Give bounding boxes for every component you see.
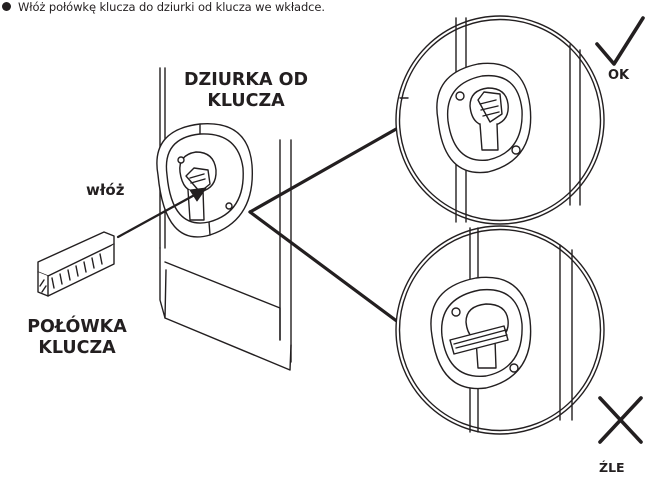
- half-key-label: POŁÓWKA KLUCZA: [8, 317, 146, 360]
- detail-circle-wrong: [395, 225, 605, 435]
- insert-arrow: [116, 190, 202, 239]
- detail-circle-correct: [395, 15, 605, 225]
- half-key-label-line1: POŁÓWKA: [27, 317, 127, 337]
- keyhole-label-line1: DZIURKA OD: [183, 70, 308, 90]
- half-key: [37, 231, 115, 297]
- keyhole-label-line2: KLUCZA: [207, 91, 285, 112]
- cross-icon: [598, 396, 643, 444]
- keyhole-label: DZIURKA OD KLUCZA: [160, 70, 332, 113]
- callout-leader-lines: [248, 126, 400, 324]
- insert-label: włóż: [86, 181, 125, 199]
- half-key-label-line2: KLUCZA: [38, 338, 116, 359]
- checkmark-icon: [595, 16, 645, 66]
- instruction-text: Włóż połówkę klucza do dziurki od klucza…: [18, 0, 325, 14]
- wrong-label: ŹLE: [599, 460, 625, 475]
- ok-label: OK: [608, 68, 630, 83]
- step-bullet: [2, 2, 11, 11]
